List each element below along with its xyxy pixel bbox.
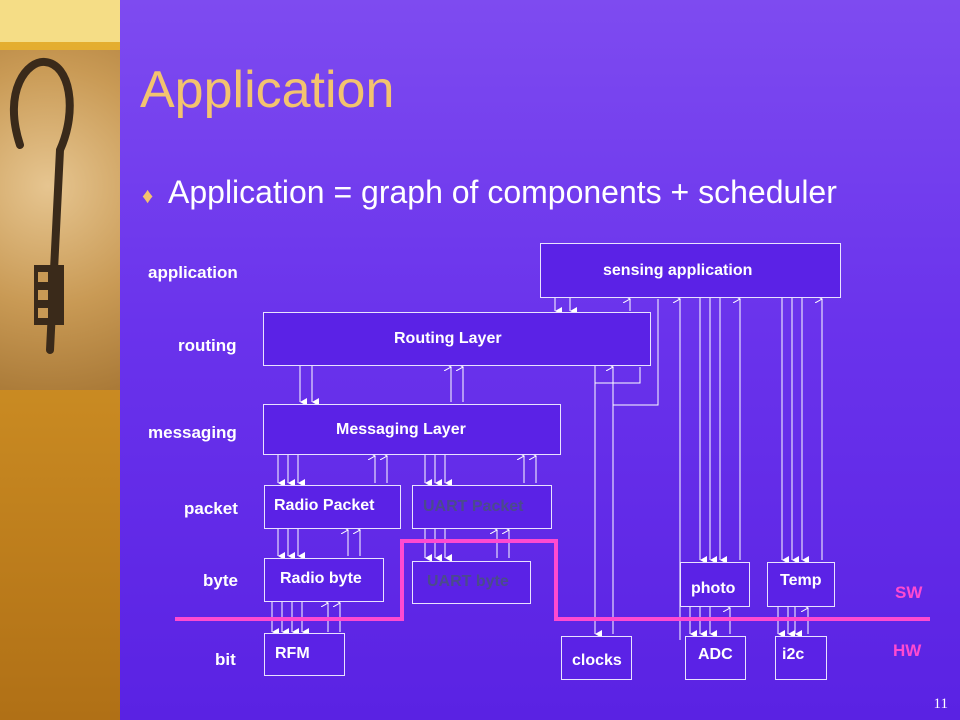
sensing-application-label: sensing application (603, 262, 753, 279)
hw-label: HW (893, 641, 922, 660)
rfm-label: RFM (275, 645, 310, 662)
photo-label: photo (691, 580, 736, 597)
radio-byte-box: Radio byte (264, 558, 384, 602)
bullet-text: Application = graph of components + sche… (168, 174, 837, 210)
diamond-bullet-icon: ♦ (142, 183, 154, 208)
sw-label: SW (895, 583, 923, 602)
level-byte: byte (203, 571, 238, 590)
routing-layer-label: Routing Layer (394, 330, 502, 347)
sensing-application-box: sensing application (540, 243, 841, 298)
messaging-layer-box: Messaging Layer (263, 404, 561, 455)
temp-box: Temp (767, 562, 835, 607)
uart-byte-label: UART byte (427, 573, 509, 590)
uart-byte-box: UART byte (412, 561, 531, 604)
rfm-box: RFM (264, 633, 345, 676)
level-bit: bit (215, 650, 236, 669)
level-application: application (148, 263, 238, 282)
level-messaging: messaging (148, 423, 237, 442)
uart-packet-box: UART Packet (412, 485, 552, 529)
radio-byte-label: Radio byte (280, 570, 362, 587)
page-number: 11 (933, 696, 948, 712)
uart-packet-label: UART Packet (423, 498, 524, 515)
clocks-box: clocks (561, 636, 632, 680)
adc-box: ADC (685, 636, 746, 680)
slide-title: Application (140, 61, 395, 119)
routing-layer-box: Routing Layer (263, 312, 651, 366)
messaging-layer-label: Messaging Layer (336, 421, 466, 438)
clocks-label: clocks (572, 652, 622, 669)
radio-packet-box: Radio Packet (264, 485, 401, 529)
i2c-box: i2c (775, 636, 827, 680)
sw-hw-boundary-line (175, 539, 930, 621)
radio-packet-label: Radio Packet (274, 497, 375, 514)
corner-block (0, 0, 120, 42)
level-packet: packet (184, 499, 238, 518)
temp-label: Temp (780, 572, 822, 589)
level-routing: routing (178, 336, 237, 355)
i2c-label: i2c (782, 646, 805, 663)
photo-box: photo (680, 562, 750, 607)
adc-label: ADC (698, 646, 733, 663)
key-photo (0, 50, 120, 390)
